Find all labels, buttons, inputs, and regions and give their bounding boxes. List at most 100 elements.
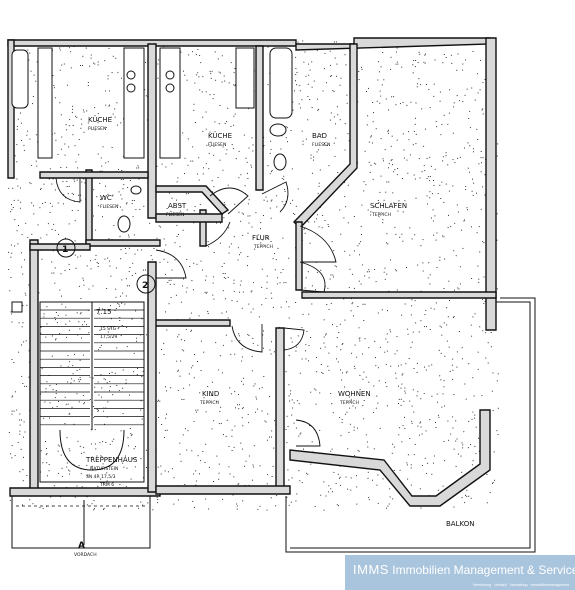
speckle-dot xyxy=(483,242,485,244)
speckle-dot xyxy=(393,96,395,98)
speckle-dot xyxy=(256,398,258,400)
speckle-dot xyxy=(219,159,221,161)
speckle-dot xyxy=(83,354,84,356)
speckle-dot xyxy=(82,55,84,57)
speckle-dot xyxy=(440,379,442,381)
speckle-dot xyxy=(83,131,85,133)
speckle-dot xyxy=(428,262,430,264)
speckle-dot xyxy=(179,246,181,248)
speckle-dot xyxy=(87,475,89,476)
speckle-dot xyxy=(265,421,267,423)
speckle-dot xyxy=(398,365,399,367)
speckle-dot xyxy=(31,233,33,235)
speckle-dot xyxy=(242,408,244,410)
speckle-dot xyxy=(70,51,72,53)
speckle-dot xyxy=(166,429,168,431)
speckle-dot xyxy=(409,438,411,439)
speckle-dot xyxy=(92,377,94,379)
speckle-dot xyxy=(442,156,444,158)
speckle-dot xyxy=(87,309,89,311)
speckle-dot xyxy=(16,178,18,180)
speckle-dot xyxy=(368,497,370,499)
speckle-dot xyxy=(366,441,368,443)
speckle-dot xyxy=(140,400,142,402)
speckle-dot xyxy=(90,268,92,270)
speckle-dot xyxy=(69,269,71,270)
speckle-dot xyxy=(71,406,73,408)
speckle-dot xyxy=(156,165,158,167)
speckle-dot xyxy=(323,342,325,344)
speckle-dot xyxy=(445,152,447,154)
speckle-dot xyxy=(111,195,113,197)
speckle-dot xyxy=(19,471,21,473)
speckle-dot xyxy=(299,90,301,92)
speckle-dot xyxy=(75,115,76,117)
speckle-dot xyxy=(295,68,297,69)
speckle-dot xyxy=(110,275,112,277)
speckle-dot xyxy=(48,470,50,472)
speckle-dot xyxy=(87,82,89,83)
speckle-dot xyxy=(322,215,324,216)
speckle-dot xyxy=(397,168,399,169)
speckle-dot xyxy=(398,434,400,436)
hob-right xyxy=(165,70,175,80)
speckle-dot xyxy=(222,169,224,171)
speckle-dot xyxy=(137,368,138,369)
speckle-dot xyxy=(362,405,364,407)
speckle-dot xyxy=(313,80,315,82)
speckle-dot xyxy=(327,287,329,289)
speckle-dot xyxy=(99,329,101,331)
speckle-dot xyxy=(208,246,210,248)
speckle-dot xyxy=(177,369,179,371)
speckle-dot xyxy=(46,234,48,236)
speckle-dot xyxy=(398,200,400,202)
speckle-dot xyxy=(213,154,215,156)
speckle-dot xyxy=(65,306,67,308)
speckle-dot xyxy=(480,208,482,210)
speckle-dot xyxy=(307,83,309,85)
speckle-dot xyxy=(250,311,252,313)
speckle-dot xyxy=(393,446,395,448)
speckle-dot xyxy=(45,336,47,338)
speckle-dot xyxy=(441,406,443,408)
floor-kueche-left: FLIESEN xyxy=(88,126,106,132)
speckle-dot xyxy=(19,424,21,426)
speckle-dot xyxy=(456,204,458,206)
speckle-dot xyxy=(372,102,374,103)
speckle-dot xyxy=(414,123,416,125)
speckle-dot xyxy=(379,191,381,193)
watermark-title: IMMS Immobilien Management & Services xyxy=(353,562,575,577)
speckle-dot xyxy=(347,448,349,450)
speckle-dot xyxy=(311,285,313,287)
speckle-dot xyxy=(48,464,50,466)
speckle-dot xyxy=(450,226,452,227)
speckle-dot xyxy=(382,52,384,53)
speckle-dot xyxy=(283,178,285,180)
speckle-dot xyxy=(101,165,103,167)
speckle-dot xyxy=(83,284,85,286)
speckle-dot xyxy=(74,254,76,256)
speckle-dot xyxy=(222,273,224,274)
speckle-dot xyxy=(475,426,477,428)
speckle-dot xyxy=(351,352,353,354)
speckle-dot xyxy=(230,393,232,395)
speckle-dot xyxy=(476,232,478,234)
speckle-dot xyxy=(391,135,393,137)
speckle-dot xyxy=(261,387,263,389)
speckle-dot xyxy=(78,381,80,383)
speckle-dot xyxy=(91,443,92,445)
speckle-dot xyxy=(443,54,445,55)
speckle-dot xyxy=(24,385,26,387)
speckle-dot xyxy=(298,435,300,437)
speckle-dot xyxy=(47,475,48,477)
speckle-dot xyxy=(429,419,431,421)
speckle-dot xyxy=(108,457,110,459)
speckle-dot xyxy=(390,160,392,162)
speckle-dot xyxy=(17,199,19,201)
speckle-dot xyxy=(323,143,325,145)
speckle-dot xyxy=(208,152,210,154)
speckle-dot xyxy=(416,371,418,373)
speckle-dot xyxy=(406,267,407,268)
floor-treppenhaus: NATURSTEIN xyxy=(90,466,118,472)
